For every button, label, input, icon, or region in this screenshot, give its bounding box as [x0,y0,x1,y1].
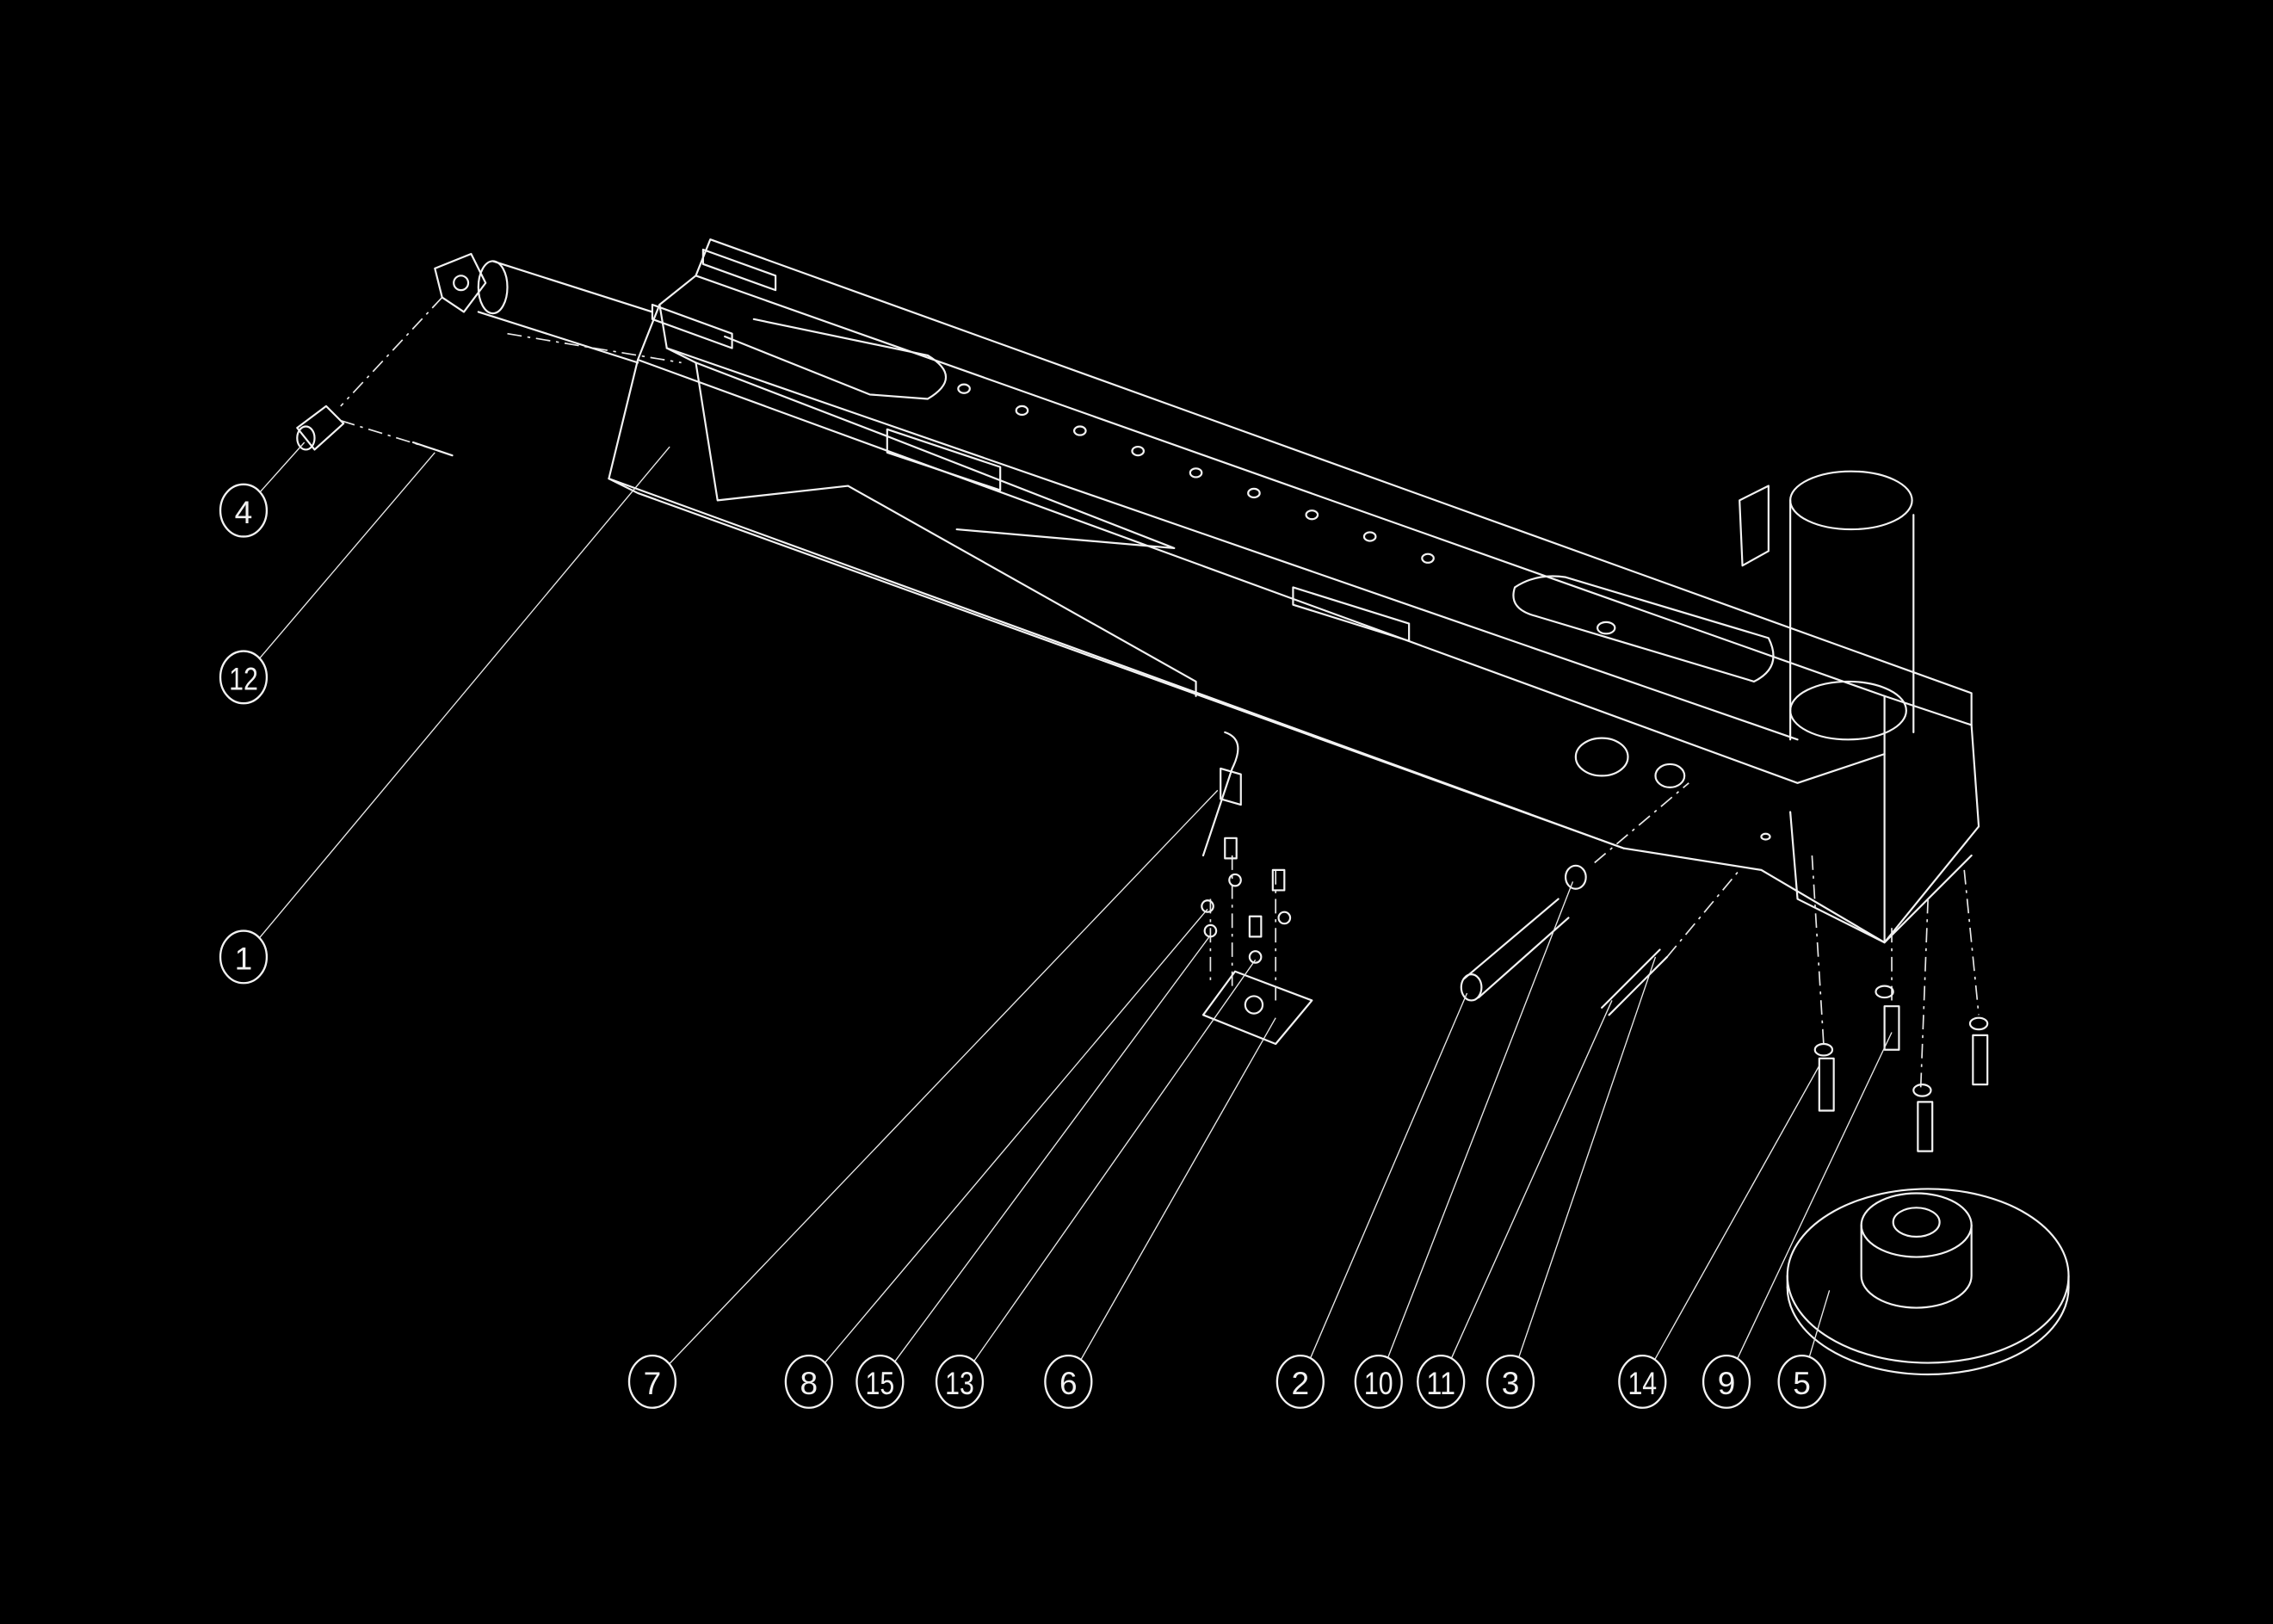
slewing-post [1739,470,1973,944]
callout-4: 4 [219,483,269,538]
callout-circle [219,650,269,705]
callout-label: 6 [1059,1365,1078,1401]
bushing [296,404,454,457]
hydraulic-cylinder [340,252,682,407]
leader-line-11 [1450,1000,1613,1360]
callout-label: 13 [945,1365,974,1401]
callout-10: 10 [1354,1354,1403,1409]
callout-circle [1275,1354,1325,1409]
leader-line-8 [824,908,1208,1363]
callout-3: 3 [1485,1354,1535,1409]
callout-label: 15 [866,1365,895,1401]
callout-label: 10 [1364,1365,1393,1401]
callout-circle [855,1354,905,1409]
callout-label: 7 [644,1365,662,1401]
callout-14: 14 [1618,1354,1667,1409]
leader-line-10 [1387,881,1574,1359]
leader-line-3 [1517,956,1657,1359]
mounting-plate-assembly [1201,731,1313,1046]
callout-circle [784,1354,833,1409]
bolts [1811,855,1989,1152]
leader-line-4 [259,442,306,493]
callouts: 4 12 1 7 8 15 13 6 2 10 11 3 14 9 5 [219,483,1826,1409]
callout-13: 13 [935,1354,985,1409]
leader-line-15 [893,935,1211,1362]
callout-circle [1702,1354,1751,1409]
callout-12: 12 [219,650,269,705]
callout-circle [219,483,269,538]
callout-leaders [258,442,1893,1365]
callout-label: 5 [1793,1365,1811,1401]
callout-label: 1 [235,941,253,977]
callout-11: 11 [1417,1354,1466,1409]
callout-8: 8 [784,1354,833,1409]
callout-circle [1485,1354,1535,1409]
callout-circle [1354,1354,1403,1409]
callout-label: 3 [1502,1365,1520,1401]
pivot-pin-assembly [1460,782,1740,1016]
callout-label: 8 [800,1365,818,1401]
callout-label: 11 [1426,1365,1455,1401]
callout-circle [219,929,269,985]
callout-circle [1777,1354,1826,1409]
callout-9: 9 [1702,1354,1751,1409]
callout-label: 4 [235,494,253,530]
callout-circle [935,1354,985,1409]
callout-5: 5 [1777,1354,1826,1409]
callout-label: 14 [1628,1365,1657,1401]
callout-1: 1 [219,929,269,985]
boom-arm [608,238,1980,944]
callout-circle [627,1354,677,1409]
callout-7: 7 [627,1354,677,1409]
pin-holes [957,383,1771,841]
callout-15: 15 [855,1354,905,1409]
callout-circle [1618,1354,1667,1409]
callout-label: 2 [1292,1365,1310,1401]
leader-line-9 [1736,1032,1893,1360]
callout-circle [1044,1354,1093,1409]
leader-line-5 [1808,1290,1831,1359]
leader-line-12 [259,452,435,659]
leader-line-13 [973,959,1257,1362]
callout-2: 2 [1275,1354,1325,1409]
leader-line-7 [669,789,1219,1365]
base-plate [1786,1188,2070,1376]
callout-label: 9 [1718,1365,1736,1401]
leader-line-14 [1653,1065,1820,1361]
leader-line-1 [258,446,670,939]
leader-line-6 [1079,1017,1276,1361]
callout-circle [1417,1354,1466,1409]
callout-label: 12 [229,661,258,697]
callout-6: 6 [1044,1354,1093,1409]
leader-line-2 [1309,992,1468,1360]
